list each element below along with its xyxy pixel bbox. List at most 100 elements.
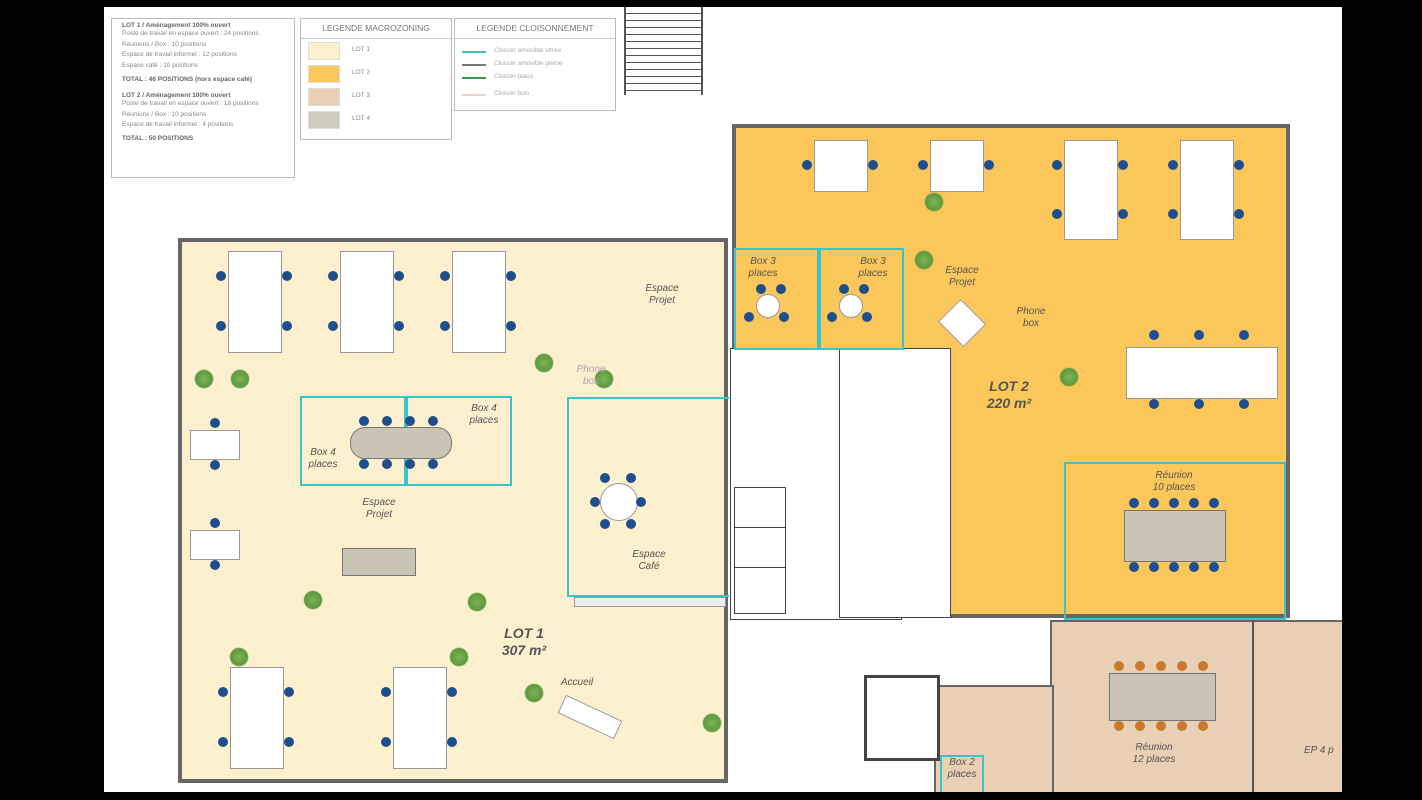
chair — [1209, 498, 1219, 508]
chair — [859, 284, 869, 294]
chair — [1052, 159, 1062, 170]
chair — [1189, 562, 1199, 572]
lot1-total: TOTAL : 46 POSITIONS (hors espace café) — [122, 76, 253, 83]
desk-cluster — [230, 667, 284, 769]
legend-label: LOT 2 — [352, 69, 370, 77]
chair — [1169, 498, 1179, 508]
chair — [1135, 721, 1145, 731]
chair — [1168, 159, 1178, 170]
chair — [590, 497, 600, 507]
legend-label: LOT 4 — [352, 115, 370, 123]
legend-swatch — [308, 87, 340, 106]
chair — [440, 271, 450, 281]
meeting-table — [1109, 673, 1216, 721]
chair — [506, 321, 516, 331]
chair — [1118, 208, 1128, 219]
chair — [984, 160, 994, 170]
label-line: Café — [638, 561, 660, 572]
legend-line — [462, 50, 486, 53]
label-line: box — [582, 376, 600, 387]
legend-label: Cloison amovible vitrée — [494, 47, 562, 55]
wc-cubicle — [734, 567, 786, 614]
lot2-label: LOT 2 220 m² — [959, 378, 1059, 412]
accueil-label: Accueil — [560, 677, 594, 688]
label-line: Box 4 — [471, 403, 497, 414]
chair — [506, 271, 516, 281]
plant — [303, 590, 323, 610]
chair — [447, 737, 457, 747]
label-line: places — [947, 769, 977, 780]
plant — [524, 683, 544, 703]
lot1-line: Poste de travail en espace ouvert : 24 p… — [122, 30, 259, 37]
box2-room — [940, 755, 984, 792]
chair — [600, 473, 610, 483]
chair — [381, 737, 391, 747]
chair — [216, 271, 226, 281]
chair — [210, 460, 220, 470]
label-line: Espace — [632, 549, 666, 560]
legend-label: LOT 1 — [352, 46, 370, 54]
chair — [210, 418, 220, 428]
lot1-line: Réunions / Box : 10 positions — [122, 40, 207, 48]
chair — [1114, 661, 1124, 671]
label-line: Projet — [365, 509, 393, 520]
chair — [284, 737, 294, 747]
chair — [1239, 399, 1249, 409]
label-line: Réunion — [1155, 470, 1193, 481]
label-line: Espace — [362, 497, 396, 508]
legend-swatch — [308, 110, 340, 129]
lot1-line: Espace café : 10 positions — [122, 61, 198, 69]
chair — [1239, 330, 1249, 340]
wc-cubicle — [734, 527, 786, 569]
label-line: places — [858, 268, 888, 279]
chair — [1177, 661, 1187, 671]
chair — [428, 416, 438, 426]
plant — [230, 369, 250, 389]
legend-macrozoning-title: LEGENDE MACROZONING — [301, 19, 451, 39]
chair — [218, 687, 228, 697]
chair — [1135, 661, 1145, 671]
desk-cluster — [814, 140, 868, 192]
lot2-line: Espace de travail informel : 4 positions — [122, 121, 234, 128]
desk-cluster — [1126, 347, 1278, 399]
label-line: 10 places — [1152, 482, 1196, 493]
chair — [827, 312, 837, 322]
chair — [1169, 562, 1179, 572]
legend-label: Cloison amovible pleine — [494, 60, 563, 68]
label-line: Espace — [945, 265, 979, 276]
chair — [210, 518, 220, 528]
lot1-summary-title: LOT 1 / Aménagement 100% ouvert — [122, 22, 231, 29]
label-line: Phone — [1016, 306, 1046, 317]
chair — [282, 271, 292, 281]
floor-plan-sheet: LOT 1 / Aménagement 100% ouvert Poste de… — [104, 7, 1342, 792]
cafe-counter — [574, 597, 726, 607]
round-table — [839, 294, 863, 318]
plant — [702, 713, 722, 733]
legend-swatch — [308, 64, 340, 83]
label-line: box — [1022, 318, 1040, 329]
desk — [190, 430, 240, 460]
chair — [626, 519, 636, 529]
chair — [405, 416, 415, 426]
chair — [1194, 330, 1204, 340]
legend-macro-item: LOT 1 — [301, 39, 451, 62]
desk-cluster — [1064, 140, 1118, 240]
elevator-block — [864, 675, 940, 761]
lot2-name: LOT 2 — [989, 378, 1029, 394]
chair — [394, 321, 404, 331]
plant — [534, 353, 554, 373]
label-line: Box 4 — [310, 447, 336, 458]
label-line: places — [748, 268, 778, 279]
chair — [1149, 498, 1159, 508]
chair — [210, 560, 220, 570]
round-table — [756, 294, 780, 318]
